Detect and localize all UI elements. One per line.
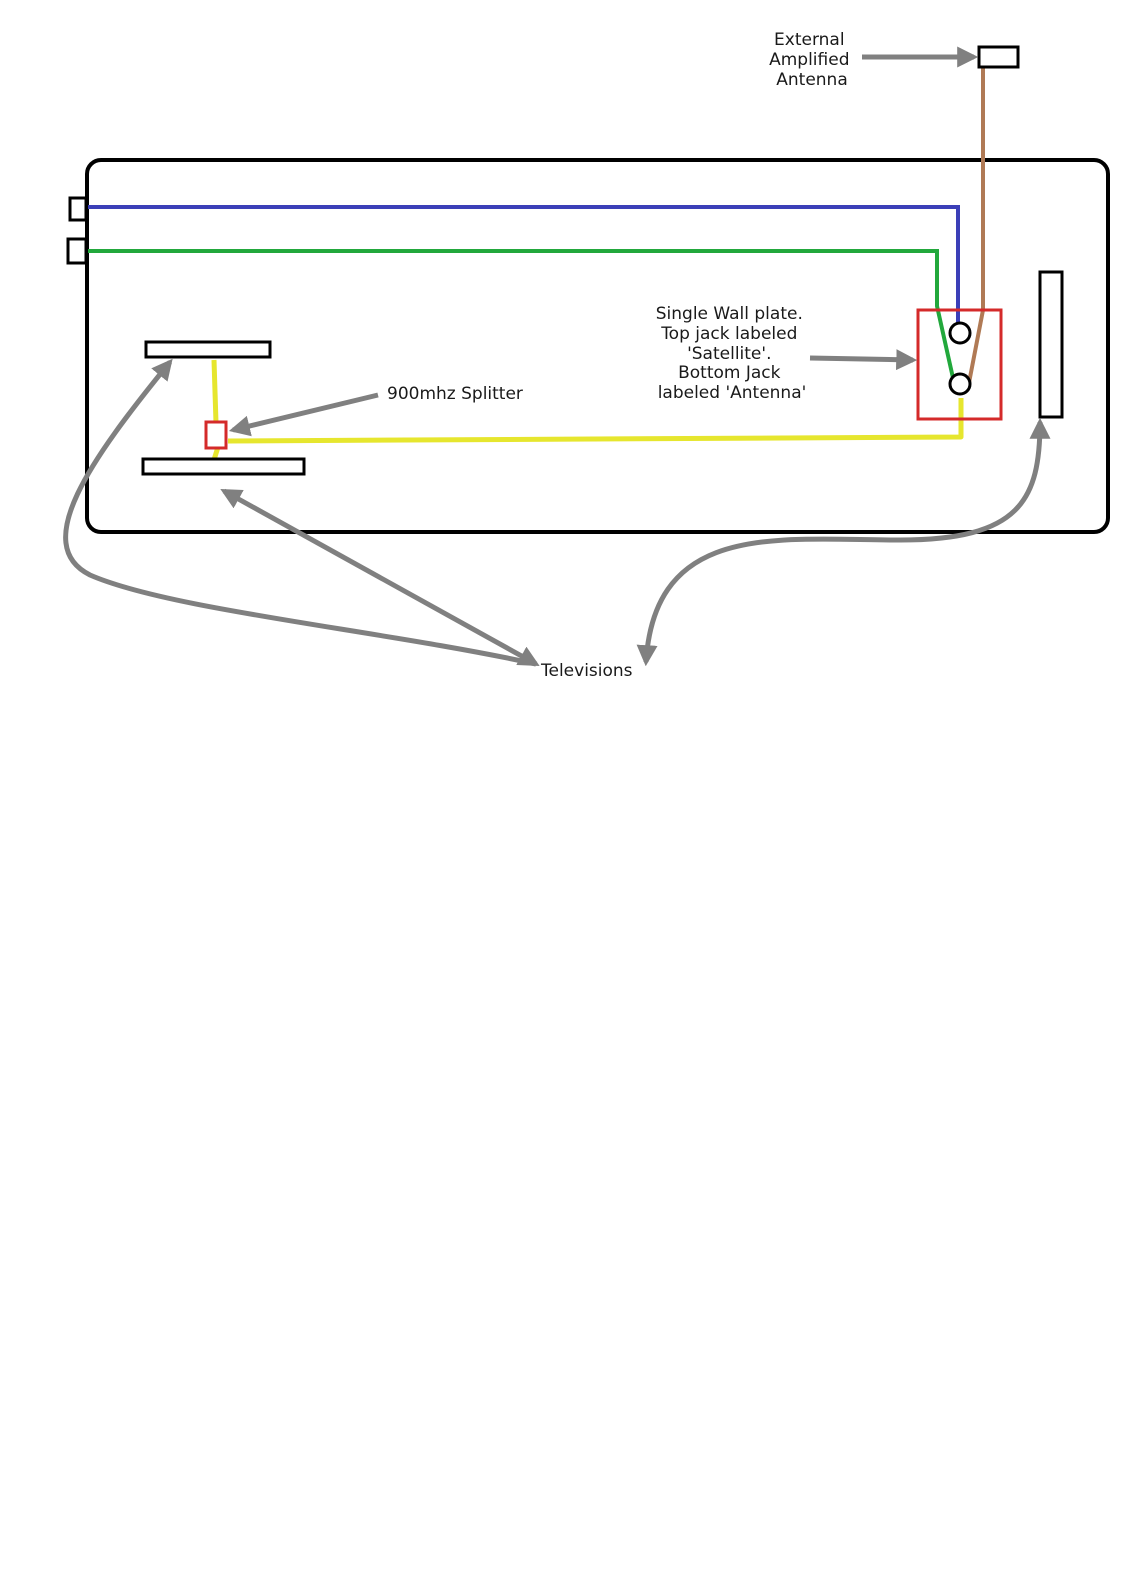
satellite-jack: [948, 321, 972, 345]
satellite-cable: [88, 205, 960, 326]
splitter-pointer-arrow: [228, 392, 379, 437]
tv-pointer-arrow-right: [636, 417, 1051, 667]
external-antenna: [977, 45, 1020, 69]
wall-plate-label: Single Wall plate. Top jack labeled 'Sat…: [656, 304, 809, 403]
televisions-label: Televisions: [540, 661, 633, 681]
left-wall-jack-antenna: [66, 237, 88, 265]
tv-pointer-arrow-bottom-left: [220, 488, 540, 667]
splitter-label: 900mhz Splitter: [387, 384, 523, 404]
antenna-jack: [948, 372, 972, 396]
amplified-antenna-cable: [966, 68, 985, 389]
tv-coax-top-tv: [211, 359, 219, 424]
television-right: [1038, 270, 1064, 419]
wallplate-pointer-arrow: [809, 349, 918, 371]
external-antenna-label: External Amplified Antenna: [769, 30, 855, 90]
television-bottom-left: [141, 457, 306, 476]
antenna-cable: [88, 249, 955, 379]
splitter: [204, 420, 228, 450]
tv-pointer-arrow-top-left: [63, 358, 537, 667]
television-top-left: [144, 340, 272, 359]
house-outline: [85, 158, 1110, 534]
left-wall-jack-satellite: [68, 196, 88, 222]
